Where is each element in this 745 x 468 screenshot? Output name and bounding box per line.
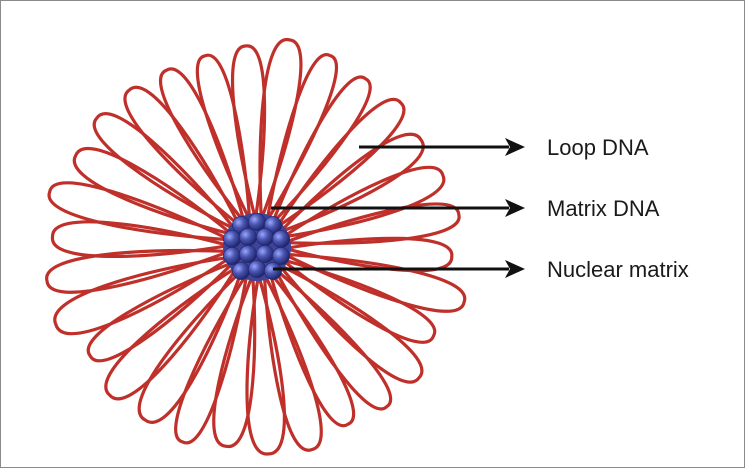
matrix-sphere [256,228,273,245]
loop-dna-label: Loop DNA [547,135,649,160]
nuclear-matrix-arrow [273,260,525,278]
nuclear-matrix-cluster [223,213,291,281]
dna-loop [55,257,231,334]
dna-loop [267,55,336,221]
nuclear-matrix-label: Nuclear matrix [547,257,689,282]
matrix-sphere [239,228,256,245]
dna-loop [280,134,423,231]
dna-loop [260,40,301,220]
matrix-sphere [248,213,265,230]
dna-loop [176,273,247,443]
matrix-sphere [223,230,240,247]
matrix-sphere [272,230,289,247]
matrix-sphere [264,262,281,279]
matrix-sphere [232,262,249,279]
matrix-sphere [256,245,273,262]
matrix-dna-label: Matrix DNA [547,196,660,221]
dna-loop [283,167,444,237]
matrix-sphere [272,247,289,264]
matrix-sphere [239,245,256,262]
matrix-sphere [223,247,240,264]
matrix-sphere [248,260,265,277]
